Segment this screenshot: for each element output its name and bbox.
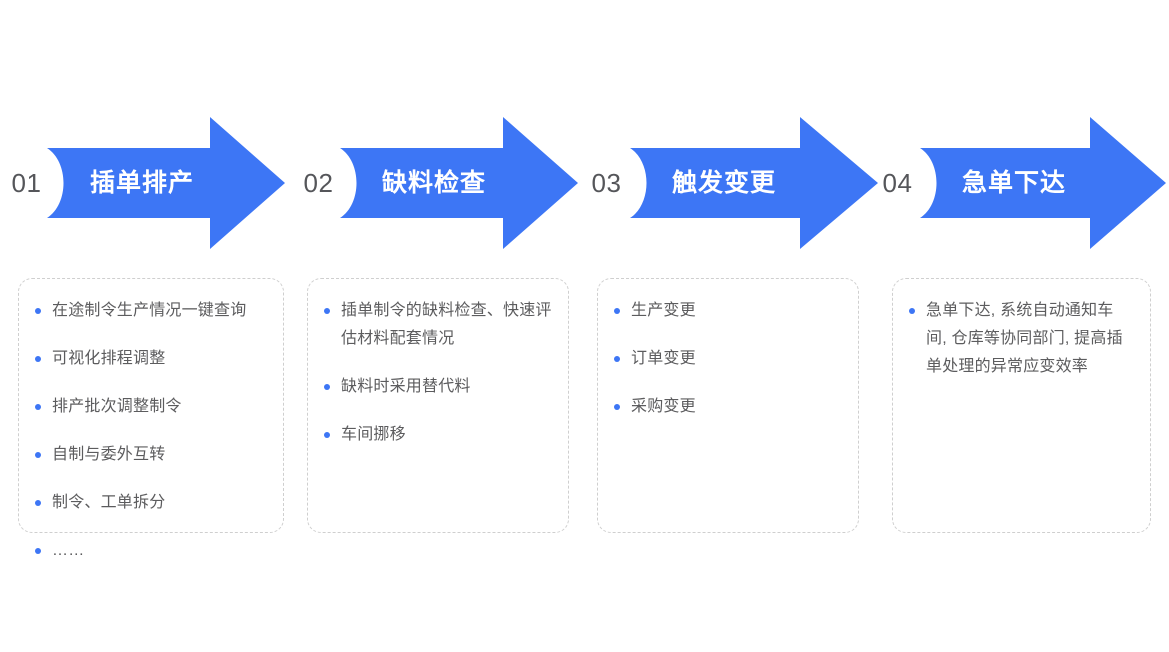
bullet-dot-icon (35, 548, 41, 554)
arrow-shape-03 (630, 117, 878, 249)
arrow-step-row: 01 插单排产 02 缺料检查 03 (0, 108, 1169, 258)
list-item-text: 可视化排程调整 (52, 350, 166, 367)
step-label-04-text: 急单下达 (962, 168, 1067, 197)
list-item-text: 排产批次调整制令 (52, 398, 182, 415)
list-item-text: 在途制令生产情况一键查询 (52, 302, 247, 319)
bullet-dot-icon (35, 452, 41, 458)
step-number-02: 02 (296, 108, 341, 258)
bullet-dot-icon (35, 500, 41, 506)
bullet-dot-icon (324, 432, 330, 438)
list-item: 排产批次调整制令 (35, 393, 267, 421)
list-item-text: 缺料时采用替代料 (341, 378, 471, 395)
bullet-dot-icon (35, 404, 41, 410)
list-item: 在途制令生产情况一键查询 (35, 297, 267, 325)
arrow-shape-04 (920, 117, 1166, 249)
list-item: …… (35, 537, 267, 565)
list-item-text: 急单下达, 系统自动通知车间, 仓库等协同部门, 提高插单处理的异常应变效率 (926, 302, 1123, 375)
bullet-dot-icon (614, 308, 620, 314)
list-item: 插单制令的缺料检查、快速评估材料配套情况 (324, 297, 552, 353)
detail-card-03: 生产变更 订单变更 采购变更 (597, 278, 859, 533)
list-item: 急单下达, 系统自动通知车间, 仓库等协同部门, 提高插单处理的异常应变效率 (909, 297, 1134, 381)
list-item-text: …… (52, 542, 85, 559)
list-item: 缺料时采用替代料 (324, 373, 552, 401)
list-item: 制令、工单拆分 (35, 489, 267, 517)
list-item-text: 采购变更 (631, 398, 696, 415)
detail-card-02: 插单制令的缺料检查、快速评估材料配套情况 缺料时采用替代料 车间挪移 (307, 278, 569, 533)
step-label-02-text: 缺料检查 (382, 168, 487, 197)
detail-card-04: 急单下达, 系统自动通知车间, 仓库等协同部门, 提高插单处理的异常应变效率 (892, 278, 1151, 533)
step-arrow-01[interactable] (47, 108, 287, 258)
step-number-03-text: 03 (591, 168, 622, 198)
arrow-shape-02 (340, 117, 578, 249)
detail-list-01: 在途制令生产情况一键查询 可视化排程调整 排产批次调整制令 自制与委外互转 制令… (35, 297, 267, 565)
list-item-text: 车间挪移 (341, 426, 406, 443)
step-label-03-text: 触发变更 (672, 168, 777, 197)
list-item: 订单变更 (614, 345, 842, 373)
list-item-text: 订单变更 (631, 350, 696, 367)
step-label-03: 触发变更 (672, 108, 832, 258)
step-number-04: 04 (875, 108, 920, 258)
bullet-dot-icon (35, 356, 41, 362)
detail-list-03: 生产变更 订单变更 采购变更 (614, 297, 842, 421)
arrow-shape-01 (47, 117, 285, 249)
bullet-dot-icon (324, 308, 330, 314)
step-number-03: 03 (584, 108, 629, 258)
bullet-dot-icon (614, 356, 620, 362)
step-number-04-text: 04 (882, 168, 913, 198)
bullet-dot-icon (614, 404, 620, 410)
bullet-dot-icon (909, 308, 915, 314)
detail-list-04: 急单下达, 系统自动通知车间, 仓库等协同部门, 提高插单处理的异常应变效率 (909, 297, 1134, 381)
list-item: 采购变更 (614, 393, 842, 421)
detail-card-01: 在途制令生产情况一键查询 可视化排程调整 排产批次调整制令 自制与委外互转 制令… (18, 278, 284, 559)
list-item: 生产变更 (614, 297, 842, 325)
step-label-01-text: 插单排产 (90, 168, 195, 197)
step-label-04: 急单下达 (962, 108, 1122, 258)
list-item: 自制与委外互转 (35, 441, 267, 469)
step-arrow-02[interactable] (340, 108, 580, 258)
step-arrow-04[interactable] (920, 108, 1168, 258)
list-item-text: 制令、工单拆分 (52, 494, 166, 511)
list-item-text: 自制与委外互转 (52, 446, 166, 463)
bullet-dot-icon (324, 384, 330, 390)
list-item: 车间挪移 (324, 421, 552, 449)
step-arrow-03[interactable] (630, 108, 880, 258)
list-item-text: 插单制令的缺料检查、快速评估材料配套情况 (341, 302, 552, 347)
step-label-02: 缺料检查 (382, 108, 542, 258)
step-label-01: 插单排产 (90, 108, 250, 258)
list-item-text: 生产变更 (631, 302, 696, 319)
step-number-01-text: 01 (11, 168, 42, 198)
detail-card-row: 在途制令生产情况一键查询 可视化排程调整 排产批次调整制令 自制与委外互转 制令… (0, 278, 1169, 559)
step-number-02-text: 02 (303, 168, 334, 198)
bullet-dot-icon (35, 308, 41, 314)
list-item: 可视化排程调整 (35, 345, 267, 373)
detail-list-02: 插单制令的缺料检查、快速评估材料配套情况 缺料时采用替代料 车间挪移 (324, 297, 552, 449)
step-number-01: 01 (4, 108, 49, 258)
